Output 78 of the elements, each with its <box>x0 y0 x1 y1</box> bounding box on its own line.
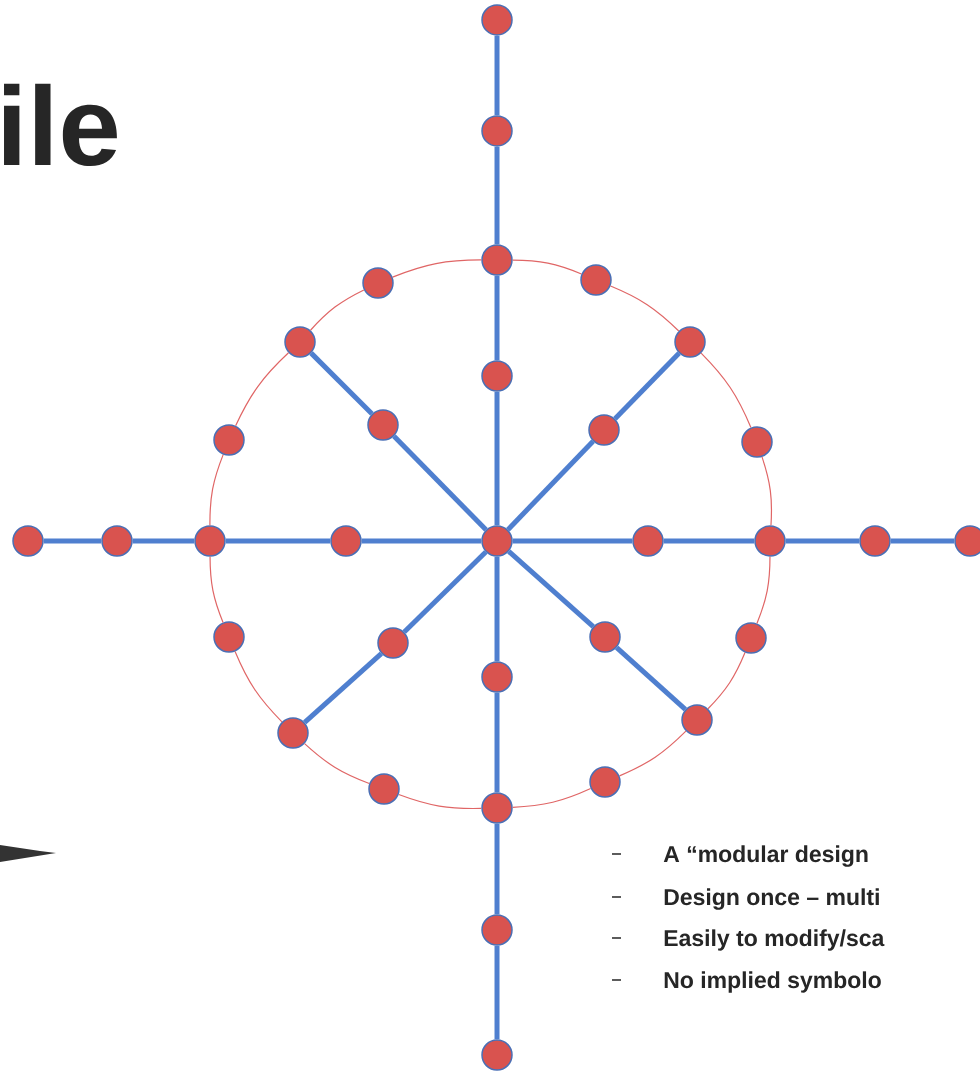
circle-node <box>330 525 362 557</box>
bullet-text: Easily to modify/sca <box>664 929 885 951</box>
ring-arc <box>707 651 746 710</box>
connector-line <box>494 146 500 245</box>
connector-line <box>402 550 488 634</box>
connector-line <box>494 692 500 793</box>
connector-line <box>785 538 860 544</box>
circle-node <box>362 267 394 299</box>
connector-line <box>494 35 500 116</box>
connector-line <box>361 538 482 544</box>
ring-arc <box>512 787 592 808</box>
ring-arc <box>512 259 583 275</box>
ring-arc <box>756 556 771 624</box>
circle-node <box>194 525 226 557</box>
connector-line <box>309 351 374 416</box>
circle-node <box>481 115 513 147</box>
connector-line <box>663 538 755 544</box>
circle-node <box>735 622 767 654</box>
connector-line <box>494 945 500 1040</box>
circle-node <box>632 525 664 557</box>
circle-node <box>589 766 621 798</box>
connector-line <box>615 645 687 712</box>
connector-line <box>132 538 195 544</box>
ring-arc <box>235 352 290 427</box>
ring-arc <box>209 454 224 526</box>
circle-node <box>481 661 513 693</box>
ring-arc <box>392 259 482 278</box>
bullet-text: No implied symbolo <box>664 971 881 993</box>
circle-node <box>481 914 513 946</box>
circle-node <box>481 792 513 824</box>
ring-arc <box>761 456 773 526</box>
ring-arc <box>309 289 365 331</box>
connector-line <box>303 651 383 725</box>
ring-arc <box>609 285 680 332</box>
circle-node <box>954 525 980 557</box>
circle-node <box>681 704 713 736</box>
circle-node <box>481 244 513 276</box>
circle-node <box>213 621 245 653</box>
ring-arc <box>234 650 283 723</box>
connector-line <box>507 549 595 629</box>
connector-line <box>512 538 633 544</box>
ring-arc <box>304 743 370 785</box>
bullet-text: A “modular design <box>663 845 868 867</box>
connector-line <box>494 823 500 915</box>
circle-node <box>377 627 409 659</box>
circle-node <box>277 717 309 749</box>
connector-line <box>494 556 500 662</box>
ring-arc <box>618 730 687 777</box>
connector-line <box>506 439 595 532</box>
connector-line <box>494 275 500 361</box>
circle-node <box>284 326 316 358</box>
connector-line <box>43 538 102 544</box>
circle-node <box>367 409 399 441</box>
circle-node <box>741 426 773 458</box>
circle-node <box>481 1039 513 1071</box>
circle-node <box>754 525 786 557</box>
ring-arc <box>700 352 752 429</box>
circle-node <box>589 621 621 653</box>
circle-node <box>481 4 513 36</box>
circle-node <box>12 525 44 557</box>
circle-node <box>101 525 133 557</box>
circle-node <box>859 525 891 557</box>
circle-node <box>674 326 706 358</box>
circle-node <box>368 773 400 805</box>
connector-line <box>613 351 681 421</box>
connector-line <box>494 391 500 526</box>
bullet-text: Design once – multi <box>664 888 879 910</box>
circle-node <box>481 360 513 392</box>
ring-arc <box>398 793 482 810</box>
connector-line <box>890 538 955 544</box>
circle-node <box>588 414 620 446</box>
connector-line <box>392 434 488 532</box>
connector-line <box>225 538 331 544</box>
circle-node <box>481 525 513 557</box>
ring-arc <box>209 556 224 623</box>
circle-node <box>213 424 245 456</box>
circle-node <box>580 264 612 296</box>
title: ile <box>4 83 117 167</box>
